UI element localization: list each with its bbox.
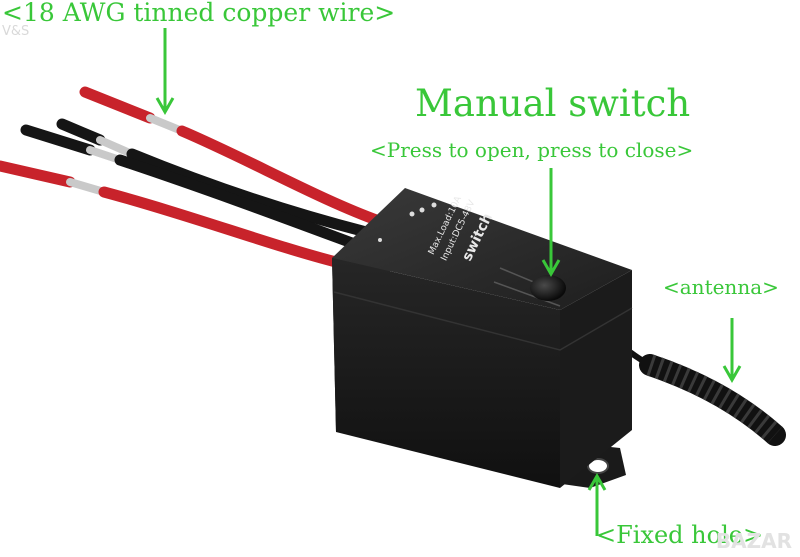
wire-spec-label: <18 AWG tinned copper wire> [2, 0, 396, 27]
arrow-down-icon [541, 168, 561, 278]
black-wire-1 [56, 118, 106, 146]
switch-box: switch Input:DC5-48V Max.Load:10A [332, 188, 633, 488]
copper-tip-black-1 [96, 136, 136, 158]
copper-tip-bottom [66, 178, 108, 196]
antenna-label: <antenna> [663, 275, 779, 299]
box-front-face [332, 258, 560, 488]
copper-tip-top [146, 114, 186, 135]
black-wire-2-body [114, 154, 358, 249]
fixed-hole [587, 458, 609, 474]
manual-switch-button [530, 275, 566, 301]
red-wire-bottom-body [98, 186, 342, 268]
annotation-arrows [155, 28, 742, 536]
watermark-top-left: V&S [2, 24, 30, 39]
black-wire-2 [20, 124, 96, 156]
arrow-down-icon [155, 28, 175, 116]
black-wire-1-body [126, 148, 372, 238]
manual-switch-subtitle: <Press to open, press to close> [370, 138, 694, 162]
box-seam [333, 291, 633, 351]
red-wire-top [79, 86, 156, 124]
box-end-face [560, 270, 632, 488]
arrow-down-icon [722, 318, 742, 384]
manual-switch-title: Manual switch [415, 82, 691, 125]
wires [0, 86, 388, 268]
watermark-bottom-right: BAZAR [715, 529, 792, 553]
arrow-up-icon [587, 472, 607, 536]
red-wire-bottom [0, 160, 76, 188]
red-wire-top-body [176, 125, 388, 228]
fixed-hole-label: <Fixed hole> [596, 521, 764, 549]
